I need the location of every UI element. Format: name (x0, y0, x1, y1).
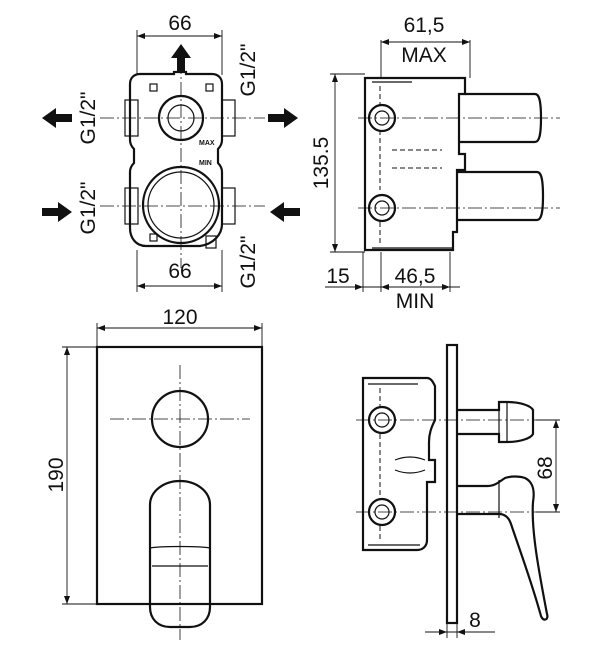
label-max-right: MAX (401, 44, 447, 67)
plate-front-view: 120 190 (45, 306, 264, 640)
wall-plate (445, 343, 459, 625)
dim-depth-min: 46,5 (395, 265, 436, 288)
label-min: MIN (199, 160, 212, 167)
valve-front-view: 66 MAX MIN G1/2" G1/2" (42, 12, 300, 292)
thread-top-left: G1/2" (77, 92, 100, 145)
label-max: MAX (199, 140, 215, 147)
arrow-right-in-icon (42, 202, 72, 222)
arrow-up-icon (171, 44, 191, 72)
dim-top-width: 66 (168, 12, 191, 35)
thread-top-right: G1/2" (237, 44, 260, 97)
dim-plate-thickness: 8 (469, 609, 481, 632)
installed-body-outline (361, 376, 437, 552)
installed-side-view: 68 8 (356, 343, 560, 638)
lever-handle (148, 479, 212, 629)
valve-side-view: 61,5 MAX 135.5 15 46,5 (310, 14, 560, 313)
dim-height: 135.5 (310, 137, 333, 190)
thread-bottom-left: G1/2" (77, 182, 100, 235)
dim-plate-width: 120 (162, 306, 197, 329)
arrow-left-in-icon (270, 202, 300, 222)
arrow-left-icon (42, 108, 72, 128)
dim-port-spacing: 68 (534, 456, 557, 479)
valve-body-outline (128, 70, 224, 248)
dim-bottom-width: 66 (168, 260, 191, 283)
thread-bottom-right: G1/2" (237, 236, 260, 289)
dim-depth-max: 61,5 (404, 14, 445, 37)
label-min-right: MIN (396, 290, 435, 313)
arrow-right-icon (268, 108, 298, 128)
cover-plate (95, 345, 264, 606)
dim-offset: 15 (326, 265, 349, 288)
dim-plate-height: 190 (45, 457, 68, 492)
